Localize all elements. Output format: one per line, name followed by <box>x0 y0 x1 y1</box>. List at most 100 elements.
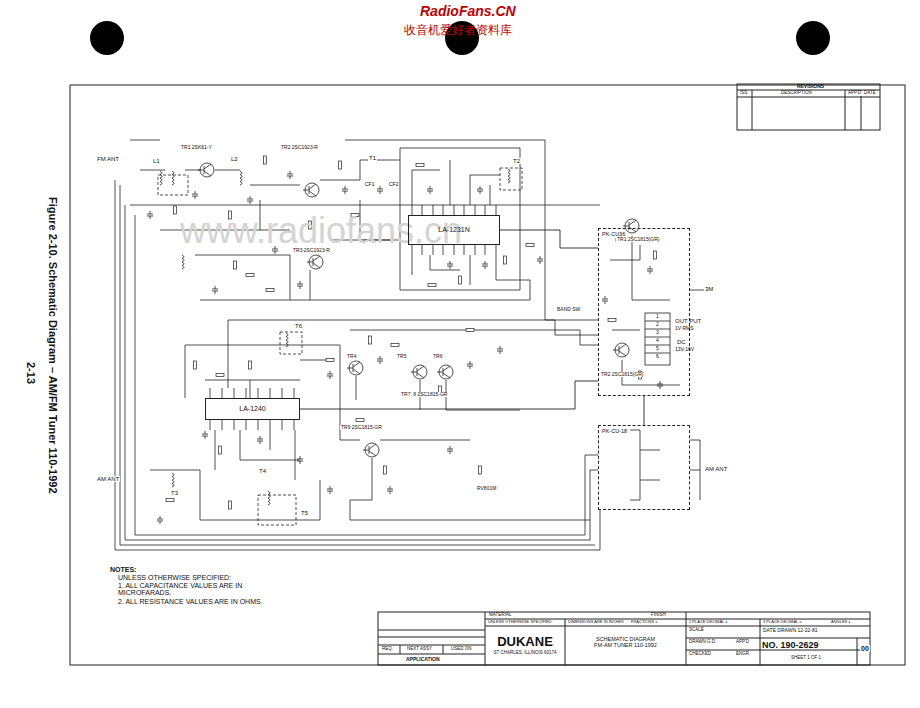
schematic-label: NEXT ASSY <box>406 647 433 652</box>
resistor-symbol <box>504 256 507 264</box>
schematic-label: MATERIAL <box>488 613 512 618</box>
resistor-symbol <box>326 359 334 362</box>
resistor-symbol <box>264 156 267 164</box>
capacitor-symbol <box>387 486 393 494</box>
schematic-label: TR7, 8 2SC1815-GR <box>400 392 448 397</box>
capacitor-symbol <box>447 446 453 454</box>
schematic-label: DESCRIPTION <box>780 91 813 96</box>
resistor-symbol <box>194 361 197 369</box>
schematic-label: TR5 <box>396 354 407 359</box>
resistor-symbol <box>229 501 232 509</box>
coil-symbol <box>172 171 174 185</box>
schematic-label: 2. ALL RESISTANCE VALUES ARE IN OHMS. <box>118 598 288 605</box>
schematic-label: 1 <box>655 314 660 319</box>
schematic-label: 13V-16V <box>674 347 695 352</box>
drawing-frame <box>70 84 905 665</box>
coil-symbol <box>240 171 242 185</box>
capacitor-symbol <box>657 381 663 389</box>
schematic-box: SCHEMATIC DIAGRAM FM-AM TUNER 110-1992 <box>566 627 685 657</box>
schematic-label: APPLICATION <box>405 657 441 662</box>
schematic-label: T3 <box>170 490 179 496</box>
box-text: DUKANE <box>497 635 553 650</box>
schematic-label: 4 <box>655 338 660 343</box>
schematic-label: ANGLES ± <box>830 620 852 624</box>
schematic-label: DATE DRAWN 12-22-81 <box>762 628 818 633</box>
wire-connector <box>644 396 645 425</box>
resistor-symbol <box>428 284 436 287</box>
figure-caption: Figure 2-10. Schematic Diagram – AM/FM T… <box>46 197 58 494</box>
capacitor-symbol <box>537 256 543 264</box>
schematic-label: CF1 <box>364 182 375 187</box>
capacitor-symbol <box>192 191 198 199</box>
schematic-label: DATE <box>863 91 877 96</box>
schematic-label: RadioFans.CN <box>420 4 516 19</box>
schematic-label: 1. ALL CAPACITANCE VALUES ARE IN MICROFA… <box>118 582 288 597</box>
transistor-leads <box>198 164 211 176</box>
schematic-label: DRAWN G.D. <box>688 640 717 645</box>
box-text: PK-CU-18 <box>602 428 686 434</box>
transistor-leads <box>347 362 360 374</box>
coil-symbol <box>268 491 270 505</box>
schematic-label: DC <box>676 339 687 345</box>
resistor-symbol <box>479 466 482 474</box>
wiring <box>115 140 705 550</box>
box-text: NO. 190-2629 <box>762 640 819 650</box>
capacitor-symbol <box>147 211 153 219</box>
transistor-leads <box>623 220 636 232</box>
schematic-label: L2 <box>230 156 239 162</box>
resistor-symbol <box>416 164 424 167</box>
resistor-symbol <box>166 499 174 502</box>
schematic-label: APP'D <box>735 640 750 645</box>
schematic-label: SCALE <box>688 628 705 633</box>
capacitor-symbol <box>202 431 208 439</box>
schematic-label: 6 <box>655 354 660 359</box>
component-symbols <box>147 156 663 524</box>
transistor-leads <box>307 256 320 268</box>
capacitor-symbol <box>467 361 473 369</box>
resistor-symbol <box>384 466 387 474</box>
schematic-label: T5 <box>300 510 309 516</box>
box-text: PK-CU36 <box>602 231 686 237</box>
resistor-symbol <box>234 261 237 269</box>
schematic-label: 1V RMS <box>674 326 695 331</box>
coil-symbol <box>160 171 162 185</box>
capacitor-symbol <box>247 196 253 204</box>
schematic-label: FINISH <box>650 613 667 618</box>
schematic-label: 00 <box>860 645 870 652</box>
capacitor-symbol <box>212 286 218 294</box>
binder-hole <box>90 21 830 55</box>
transistor-leads <box>363 444 376 456</box>
transistor-leads <box>437 366 450 378</box>
transistor-leads <box>303 184 316 196</box>
coil-symbol <box>286 333 288 347</box>
schematic-label: 3 <box>655 330 660 335</box>
box-text: LA-1231N <box>438 226 470 234</box>
coil-symbol <box>182 255 184 269</box>
schematic-box: LA-1240 <box>205 398 300 420</box>
transistor-leads <box>613 344 626 356</box>
capacitor-symbol <box>257 436 263 444</box>
schematic-label: TR9 2SC1815-GR <box>340 425 383 430</box>
schematic-box: PK-CU-18 <box>598 425 690 510</box>
schematic-label: TR3 2SC1923-R <box>292 248 331 253</box>
coil-symbol <box>508 169 510 183</box>
schematic-label: APP'D <box>847 91 862 96</box>
capacitor-symbol <box>342 186 348 194</box>
shield-box <box>158 168 522 525</box>
schematic-label: REQ. <box>381 647 394 652</box>
schematic-label: AM ANT <box>704 466 728 472</box>
schematic-label: FRACTIONS ± <box>630 620 658 624</box>
schematic-label: AM ANT <box>96 476 120 482</box>
schematic-label: TR4 <box>346 354 357 359</box>
resistor-symbol <box>356 419 364 422</box>
schematic-label: CF2 <box>388 182 399 187</box>
schematic-box: REVISIONS <box>737 84 884 92</box>
resistor-symbol <box>339 161 342 169</box>
schematic-label: UNLESS OTHERWISE SPECIFIED: <box>118 574 231 581</box>
schematic-box: LA-1231N <box>408 215 500 245</box>
resistor-symbol <box>266 289 274 292</box>
resistor-symbol <box>174 206 177 214</box>
schematic-label: 2 <box>655 322 660 327</box>
box-text: SCHEMATIC DIAGRAM FM-AM TUNER 110-1992 <box>591 636 661 649</box>
